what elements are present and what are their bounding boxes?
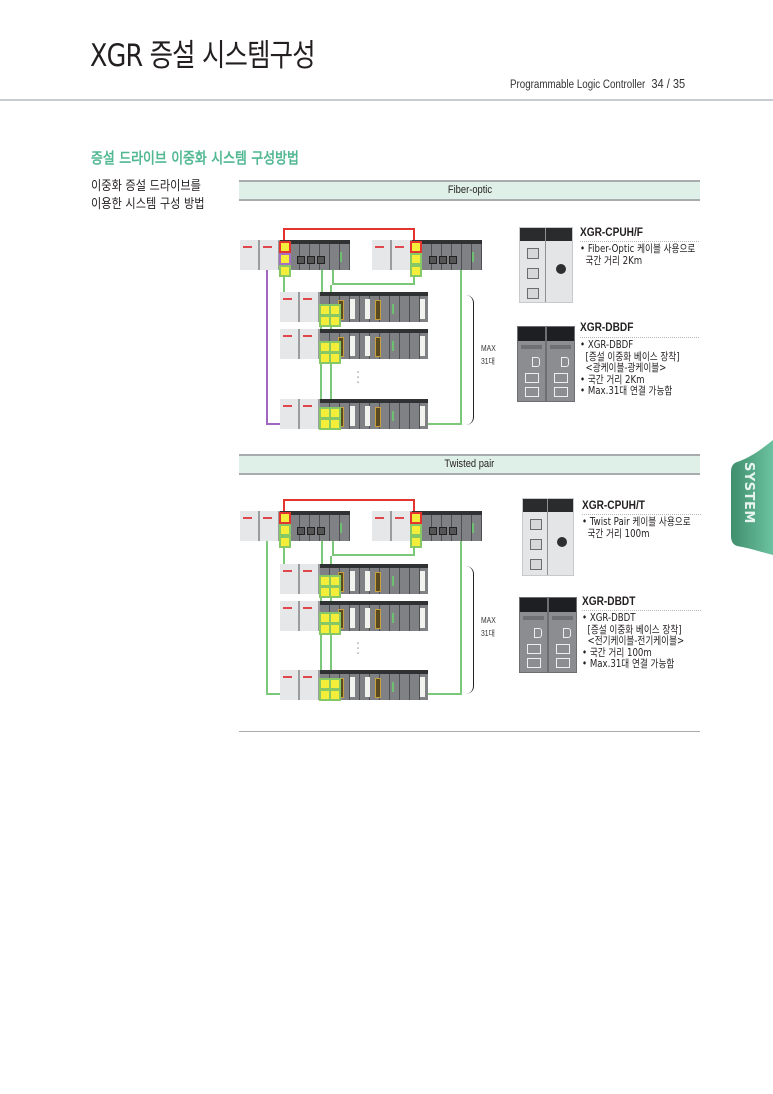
cpu-rack-b bbox=[372, 240, 482, 270]
product-divider bbox=[582, 610, 701, 611]
port-dbdf bbox=[329, 352, 341, 364]
port-extension bbox=[410, 524, 422, 536]
description-line: 이용한 시스템 구성 방법 bbox=[91, 197, 205, 212]
page-title: XGR 증설 시스템구성 bbox=[90, 38, 316, 74]
section-heading: 증설 드라이브 이중화 시스템 구성방법 bbox=[91, 149, 299, 167]
product-image-dbdt bbox=[519, 597, 548, 673]
subtitle-text: Programmable Logic Controller bbox=[510, 79, 646, 91]
port-dbdf bbox=[329, 315, 341, 327]
band-twisted-pair: Twisted pair bbox=[239, 454, 700, 475]
expansion-rack bbox=[280, 601, 428, 631]
port-extension bbox=[279, 536, 291, 548]
tab-shape bbox=[731, 440, 773, 555]
brace-icon bbox=[465, 295, 474, 425]
port-sync bbox=[279, 241, 291, 253]
ellipsis-icon: ▫▫▫ bbox=[357, 370, 360, 386]
expansion-rack bbox=[280, 564, 428, 594]
brace-icon bbox=[465, 566, 474, 694]
port-dbdt bbox=[329, 586, 341, 598]
cpu-rack-b bbox=[372, 511, 482, 541]
port-extension bbox=[410, 253, 422, 265]
product-image-dbdf bbox=[546, 326, 575, 402]
port-sync bbox=[410, 241, 422, 253]
product-description: • Fiber-Optic 케이블 사용으로 국간 거리 2Km bbox=[580, 243, 696, 267]
max-label: MAX 31대 bbox=[481, 616, 496, 638]
side-tab-system[interactable]: SYSTEM bbox=[731, 440, 773, 555]
ellipsis-icon: ▫▫▫ bbox=[357, 641, 360, 657]
product-image-dbdt bbox=[548, 597, 577, 673]
expansion-rack bbox=[280, 329, 428, 359]
description-line: 이중화 증설 드라이브를 bbox=[91, 179, 201, 194]
page-number: 34 / 35 bbox=[651, 76, 686, 91]
product-description: • XGR-DBDF [증설 이중화 베이스 장착] <광케이블-광케이블> •… bbox=[580, 339, 680, 397]
product-name: XGR-CPUH/T bbox=[582, 500, 645, 512]
port-extension bbox=[279, 253, 291, 265]
expansion-rack bbox=[280, 670, 428, 700]
port-dbdt bbox=[329, 689, 341, 701]
product-divider bbox=[582, 514, 701, 515]
product-divider bbox=[580, 241, 699, 242]
content-bottom-divider bbox=[239, 731, 700, 732]
max-label: MAX 31대 bbox=[481, 344, 496, 366]
expansion-rack bbox=[280, 399, 428, 429]
port-sync bbox=[410, 512, 422, 524]
port-sync bbox=[279, 512, 291, 524]
band-label: Fiber-optic bbox=[447, 184, 492, 196]
product-image-cpuh-t bbox=[522, 498, 574, 576]
header-divider bbox=[0, 99, 773, 101]
port-extension bbox=[279, 524, 291, 536]
product-description: • Twist Pair 케이블 사용으로 국간 거리 100m bbox=[582, 516, 691, 540]
product-description: • XGR-DBDT [증설 이중화 베이스 장착] <전기케이블-전기케이블>… bbox=[582, 612, 685, 670]
cpu-rack-a bbox=[240, 240, 350, 270]
port-dbdf bbox=[329, 418, 341, 430]
product-divider bbox=[580, 337, 699, 338]
wire-red-sync bbox=[283, 499, 415, 517]
wire-red-sync bbox=[283, 228, 415, 246]
product-name: XGR-DBDT bbox=[582, 596, 636, 608]
page-subtitle: Programmable Logic Controller 34 / 35 bbox=[510, 76, 685, 91]
port-extension bbox=[279, 265, 291, 277]
product-image-cpuh-f bbox=[519, 227, 573, 303]
expansion-rack bbox=[280, 292, 428, 322]
band-label: Twisted pair bbox=[444, 458, 495, 470]
port-extension bbox=[410, 265, 422, 277]
port-dbdt bbox=[329, 623, 341, 635]
band-fiber-optic: Fiber-optic bbox=[239, 180, 700, 201]
port-extension bbox=[410, 536, 422, 548]
cpu-rack-a bbox=[240, 511, 350, 541]
product-name: XGR-DBDF bbox=[580, 322, 634, 334]
section-description: 이중화 증설 드라이브를 이용한 시스템 구성 방법 bbox=[91, 178, 205, 214]
product-image-dbdf bbox=[517, 326, 546, 402]
side-tab-label: SYSTEM bbox=[741, 462, 756, 524]
product-name: XGR-CPUH/F bbox=[580, 227, 643, 239]
